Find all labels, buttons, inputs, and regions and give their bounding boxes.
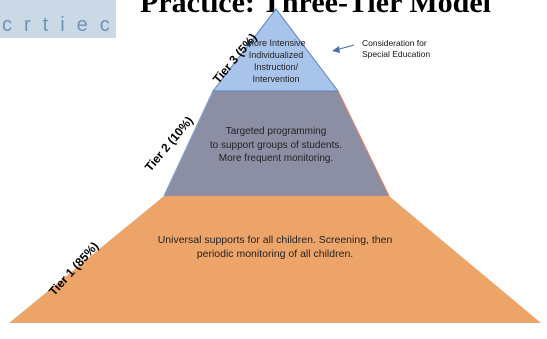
tier-2-band (164, 91, 389, 196)
tier-1-line: Universal supports for all children. Scr… (157, 234, 393, 246)
tier-2-line: More frequent monitoring. (218, 153, 334, 164)
organization-logo: crtiec (0, 0, 116, 38)
tier-3-band (213, 9, 338, 91)
tier-3-line: Intervention (252, 74, 300, 85)
tier-2-line: Targeted programming (225, 126, 327, 137)
callout-line: Consideration for (362, 38, 427, 48)
tier-2-description: Targeted programming to support groups o… (176, 125, 376, 166)
tier-1-line: periodic monitoring of all children. (196, 248, 354, 261)
callout-line: Special Education (362, 49, 431, 60)
logo-text: crtiec (2, 14, 116, 36)
logo-background (0, 0, 116, 38)
tier-3-description: More Intensive Individualized Instructio… (222, 37, 330, 86)
tier-3-outline (212, 8, 340, 92)
page-title: Practice: Three-Tier Model (140, 0, 491, 19)
tier-3-line: Instruction/ (253, 62, 299, 73)
special-education-callout: Consideration for Special Education (362, 38, 430, 61)
tier-2-right-edge (337, 90, 390, 197)
tier-2-left-edge (163, 90, 214, 197)
tier-1-description: Universal supports for all children. Scr… (110, 233, 440, 261)
tier-1-band (9, 196, 541, 323)
tier-3-line: More Intensive (246, 38, 306, 48)
tier-2-line: to support groups of students. (209, 139, 343, 151)
tier-3-line: Individualized (248, 50, 304, 61)
callout-arrow-head (332, 46, 340, 53)
